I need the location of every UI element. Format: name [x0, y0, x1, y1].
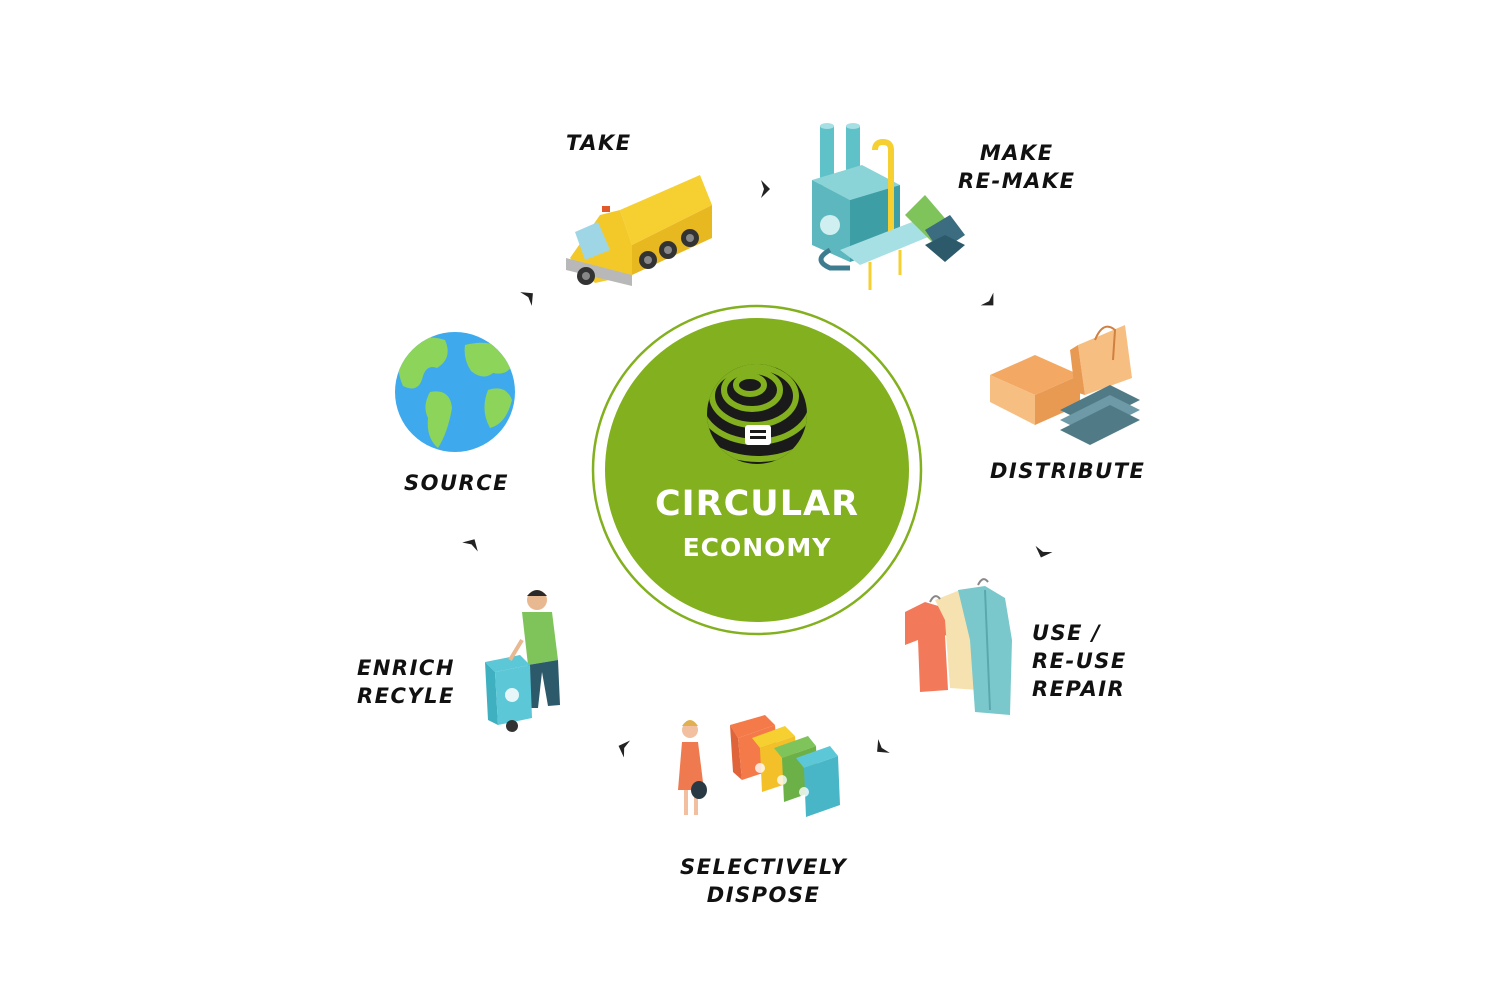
- stage-label-take: TAKE: [566, 131, 632, 155]
- center-hub: [591, 304, 923, 636]
- boxes-and-bags-icon: [990, 325, 1140, 445]
- striped-globe-icon: [707, 364, 807, 464]
- arrow-take-to-make: [761, 180, 770, 198]
- arrow-use-to-dispose: [877, 739, 890, 753]
- arrow-distribute-to-use: [1035, 545, 1053, 558]
- stage-label-distribute: DISTRIBUTE: [990, 459, 1146, 483]
- factory-icon: [812, 123, 965, 290]
- stage-label-source: SOURCE: [404, 471, 509, 495]
- arrow-dispose-to-enrich: [618, 740, 631, 758]
- stage-label-enrich: ENRICH RECYLE: [357, 656, 455, 708]
- sorting-bins-icon: [678, 715, 840, 817]
- center-title: CIRCULAR: [654, 484, 860, 524]
- stage-label-make: MAKE RE-MAKE: [958, 141, 1076, 193]
- arrow-source-to-take: [520, 292, 533, 306]
- stage-label-use: USE / RE-USE REPAIR: [1032, 621, 1127, 701]
- cycle-arrows: [462, 180, 1053, 758]
- center-subtitle: ECONOMY: [682, 533, 832, 562]
- globe-icon: [395, 332, 515, 452]
- arrow-make-to-distribute: [980, 292, 994, 306]
- stage-label-dispose: SELECTIVELY DISPOSE: [680, 855, 848, 907]
- garbage-truck-icon: [566, 175, 712, 286]
- worker-with-bin-icon: [485, 590, 560, 732]
- arrow-enrich-to-source: [462, 539, 478, 552]
- clothing-icon: [905, 578, 1012, 715]
